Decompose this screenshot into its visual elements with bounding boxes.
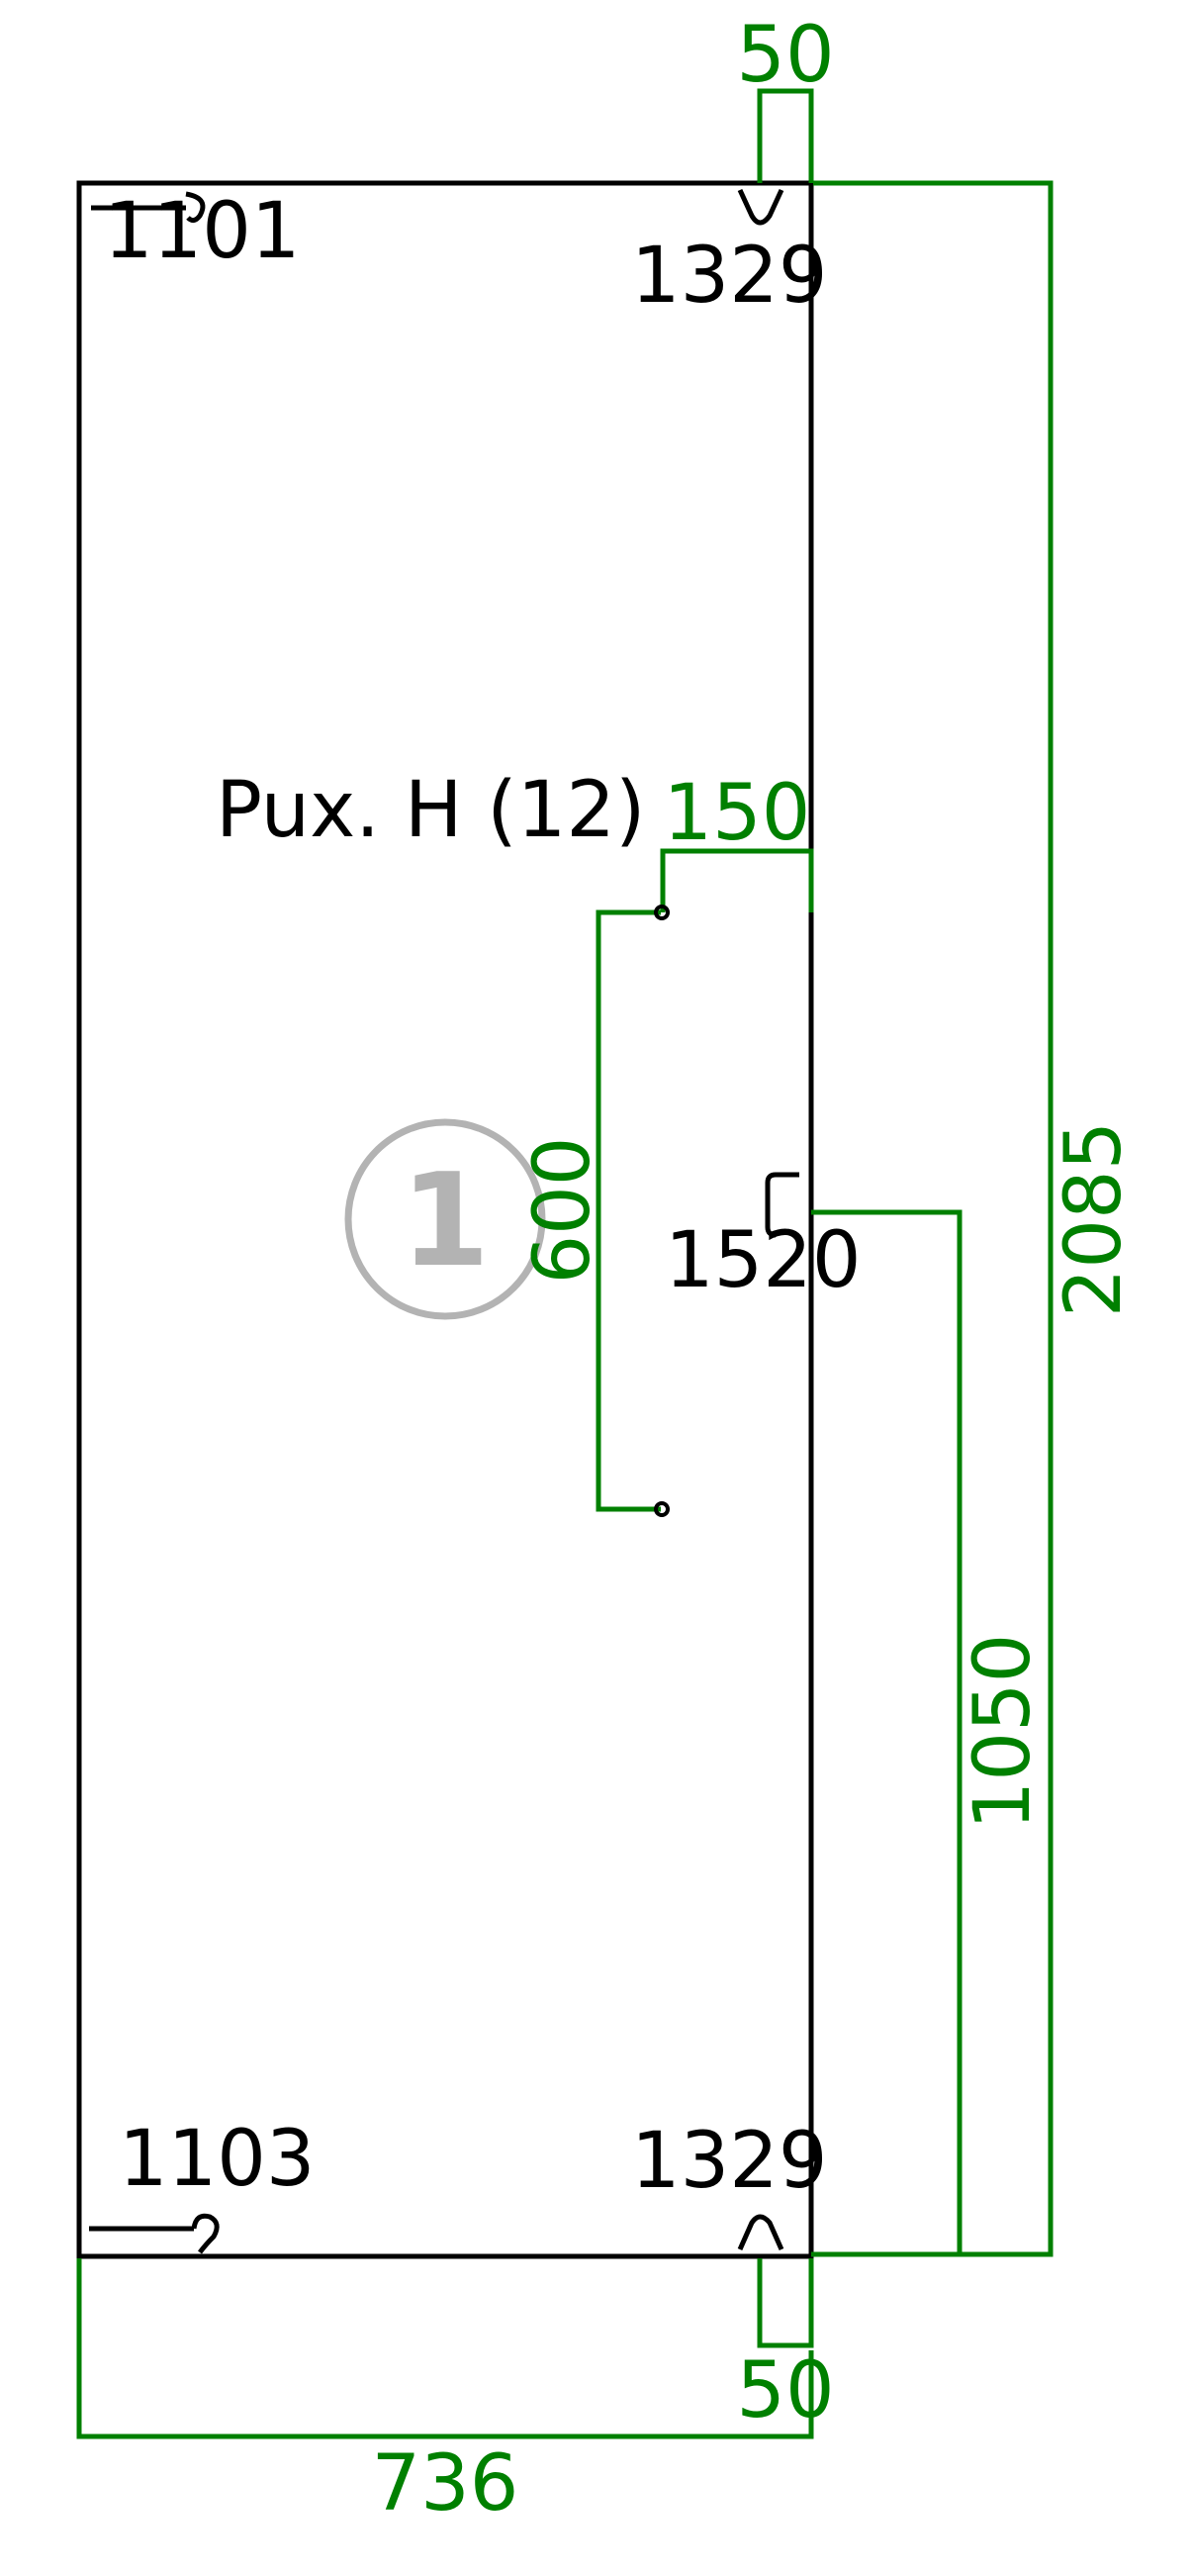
handle-bracket-icon xyxy=(765,1172,799,1238)
label-top-right: 1329 xyxy=(631,232,828,321)
dim-hole-spacing-label: 600 xyxy=(518,1137,607,1285)
panel-number-badge: 1 xyxy=(344,1118,546,1320)
dim-total-height xyxy=(813,180,1054,2257)
bottom-right-notch-icon xyxy=(737,2214,784,2251)
dim-bottom-offset xyxy=(757,2258,814,2348)
label-bottom-right: 1329 xyxy=(631,2117,828,2206)
dim-handle-height xyxy=(811,1209,963,2257)
panel-outline xyxy=(76,180,814,2259)
dim-total-width-label: 736 xyxy=(372,2439,519,2528)
label-bottom-left: 1103 xyxy=(119,2115,316,2204)
label-handle: 1520 xyxy=(665,1216,862,1305)
badge-number: 1 xyxy=(401,1145,490,1295)
dim-bottom-offset-label: 50 xyxy=(736,2346,834,2435)
panel-title: Pux. H (12) xyxy=(216,766,645,855)
drill-hole-icon xyxy=(654,1501,670,1517)
dim-total-height-label: 2085 xyxy=(1050,1121,1139,1318)
dim-hole-spacing xyxy=(596,909,661,1512)
top-right-notch-icon xyxy=(737,188,784,226)
label-top-left: 1101 xyxy=(104,187,301,276)
dim-hole-offset-label: 150 xyxy=(664,769,811,858)
dim-top-offset-label: 50 xyxy=(736,11,834,100)
dim-top-offset xyxy=(757,88,814,183)
drill-hole-icon xyxy=(654,905,670,920)
bottom-left-hook-icon xyxy=(89,2213,220,2254)
dim-total-width xyxy=(76,2258,814,2439)
dim-handle-height-label: 1050 xyxy=(959,1634,1048,1831)
dim-hole-offset xyxy=(660,848,814,912)
top-left-hook-icon xyxy=(91,191,206,224)
